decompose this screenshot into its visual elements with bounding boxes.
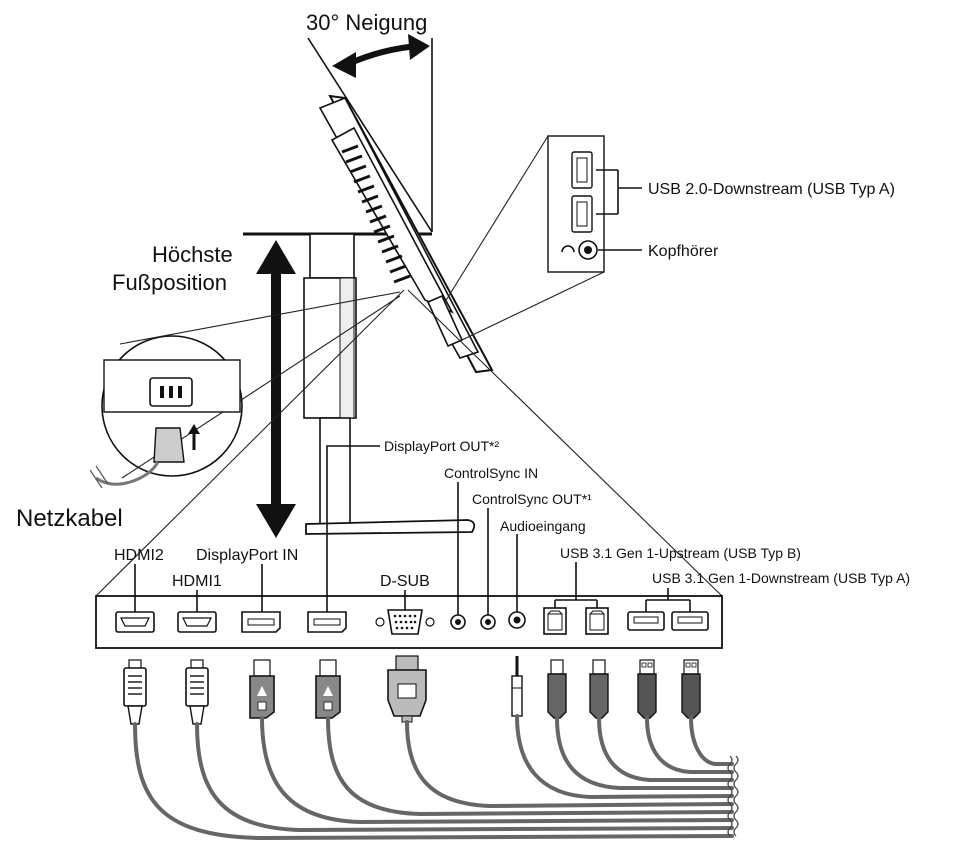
power-cable-label: Netzkabel bbox=[16, 505, 123, 532]
usb-a-cable-plug-icon bbox=[637, 659, 657, 719]
usb2-downstream-label: USB 2.0-Downstream (USB Typ A) bbox=[648, 181, 895, 198]
controlsync-out-label: ControlSync OUT*¹ bbox=[472, 491, 592, 507]
usb-b-cable-plug-icon bbox=[589, 659, 609, 719]
highest-position-label-line1: Höchste bbox=[152, 242, 233, 267]
displayport-out-port-icon bbox=[307, 611, 347, 633]
usb-b-upstream-port-icon bbox=[585, 607, 609, 635]
hdmi2-port-icon bbox=[115, 611, 155, 633]
side-port-callout bbox=[444, 135, 642, 341]
monitor-side-view bbox=[303, 94, 494, 535]
displayport-in-port-icon bbox=[241, 611, 281, 633]
highest-position-label-line2: Fußposition bbox=[112, 270, 227, 295]
usb-a-port-icon bbox=[571, 195, 593, 233]
usb-a-cable-plug-icon bbox=[681, 659, 701, 719]
headphones-label: Kopfhörer bbox=[648, 243, 719, 260]
usb31-downstream-label: USB 3.1 Gen 1-Downstream (USB Typ A) bbox=[652, 570, 910, 586]
power-plug-icon bbox=[89, 427, 185, 489]
dsub-port-icon bbox=[375, 609, 435, 635]
usb-a-port-icon bbox=[571, 151, 593, 189]
displayport-cable-plug-icon bbox=[315, 659, 341, 719]
leader-lines bbox=[134, 445, 691, 615]
headphone-port-icon bbox=[561, 240, 598, 260]
tilt-indicator bbox=[307, 34, 433, 233]
hdmi1-port-icon bbox=[177, 611, 217, 633]
audio-jack-plug-icon bbox=[511, 656, 523, 717]
ventilation-grille bbox=[341, 144, 411, 284]
controlsync-in-label: ControlSync IN bbox=[444, 465, 538, 481]
audio-input-port-icon bbox=[508, 611, 526, 629]
dsub-cable-plug-icon bbox=[387, 655, 427, 723]
usb-a-downstream-port-icon bbox=[627, 611, 665, 631]
usb-a-downstream-port-icon bbox=[671, 611, 709, 631]
hdmi1-label: HDMI1 bbox=[172, 573, 222, 590]
tilt-label: 30° Neigung bbox=[306, 10, 427, 35]
controlsync-out-port-icon bbox=[480, 614, 496, 630]
hdmi-cable-plug-icon bbox=[123, 659, 147, 725]
displayport-cable-plug-icon bbox=[249, 659, 275, 719]
audio-input-label: Audioeingang bbox=[500, 518, 586, 534]
hdmi2-label: HDMI2 bbox=[114, 547, 164, 564]
displayport-out-label: DisplayPort OUT*² bbox=[384, 438, 499, 454]
usb-b-cable-plug-icon bbox=[547, 659, 567, 719]
power-inlet-callout bbox=[89, 291, 401, 489]
controlsync-in-port-icon bbox=[450, 614, 466, 630]
hdmi-cable-plug-icon bbox=[185, 659, 209, 725]
displayport-in-label: DisplayPort IN bbox=[196, 547, 298, 564]
usb-b-upstream-port-icon bbox=[543, 607, 567, 635]
dsub-label: D-SUB bbox=[380, 573, 430, 590]
usb31-upstream-label: USB 3.1 Gen 1-Upstream (USB Typ B) bbox=[560, 545, 801, 561]
cable-bundle bbox=[133, 714, 739, 841]
up-arrow-icon bbox=[188, 424, 200, 450]
power-inlet-icon bbox=[149, 377, 193, 407]
